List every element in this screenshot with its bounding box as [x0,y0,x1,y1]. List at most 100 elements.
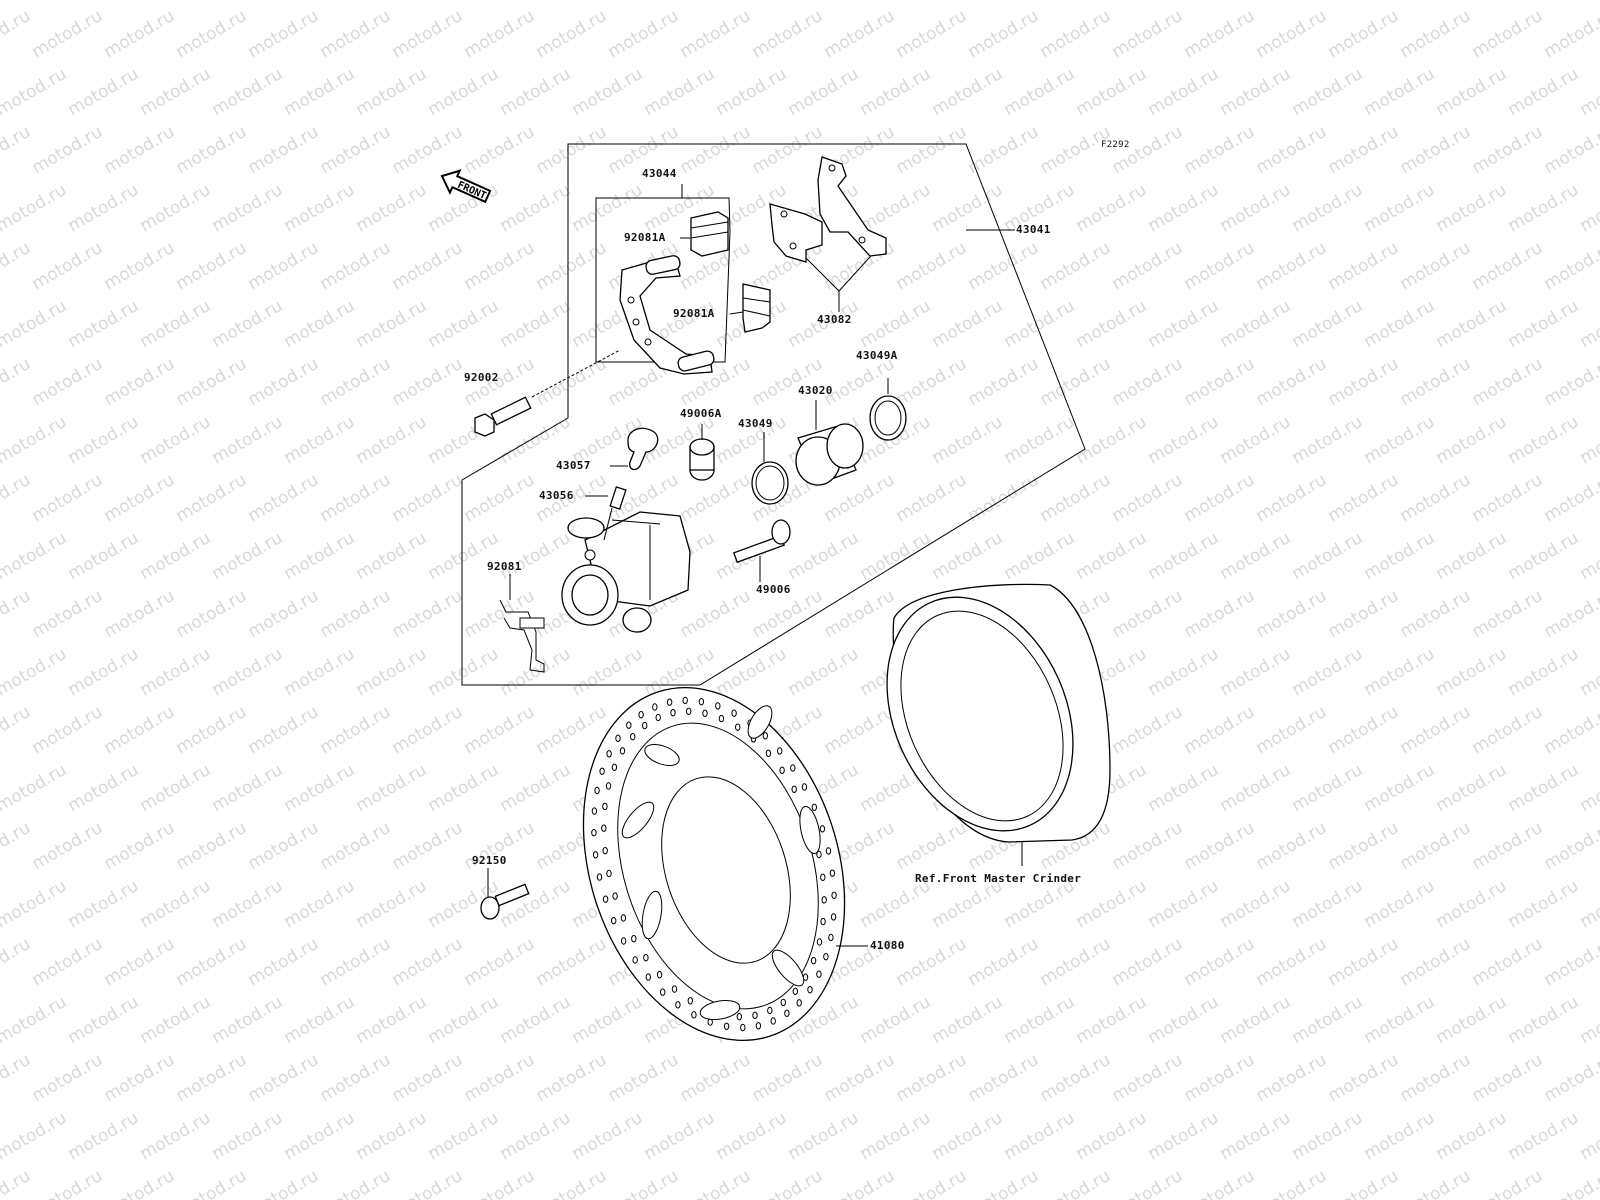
watermark-text: motod.ru [1037,1166,1115,1200]
watermark-text: motod.ru [1469,470,1547,526]
watermark-text: motod.ru [353,0,431,4]
watermark-text: motod.ru [137,528,215,584]
watermark-text: motod.ru [1145,644,1223,700]
watermark-text: motod.ru [1253,470,1331,526]
watermark-text: motod.ru [209,412,287,468]
watermark-text: motod.ru [1433,64,1511,120]
watermark-text: motod.ru [101,1050,179,1106]
disc-bolt [480,883,530,920]
watermark-text: motod.ru [785,1108,863,1164]
watermark-text: motod.ru [569,644,647,700]
watermark-text: motod.ru [0,644,70,700]
watermark-text: motod.ru [281,528,359,584]
disc-vent-hole [807,986,813,994]
watermark-text: motod.ru [281,296,359,352]
watermark-text: motod.ru [137,296,215,352]
part-label-43041: 43041 [1016,223,1051,236]
watermark-text: motod.ru [389,1050,467,1106]
watermark-text: motod.ru [1433,992,1511,1048]
watermark-text: motod.ru [497,0,575,4]
watermark-text: motod.ru [137,876,215,932]
part-label-49006a: 49006A [680,407,722,420]
watermark-text: motod.ru [1253,6,1331,62]
watermark-text: motod.ru [65,760,143,816]
watermark-text: motod.ru [749,1050,827,1106]
watermark-text: motod.ru [1397,934,1475,990]
watermark-text: motod.ru [605,1166,683,1200]
disc-vent-hole [829,869,836,877]
watermark-text: motod.ru [461,1050,539,1106]
watermark-text: motod.ru [749,6,827,62]
watermark-text: motod.ru [641,1108,719,1164]
watermark-text: motod.ru [1505,0,1583,4]
watermark-text: motod.ru [1073,876,1151,932]
watermark-text: motod.ru [893,238,971,294]
watermark-text: motod.ru [0,934,34,990]
watermark-text: motod.ru [353,760,431,816]
watermark-text: motod.ru [1325,1050,1403,1106]
watermark-text: motod.ru [1253,238,1331,294]
disc-vent-hole [702,709,708,717]
watermark-text: motod.ru [461,934,539,990]
watermark-text: motod.ru [0,64,70,120]
watermark-text: motod.ru [1181,702,1259,758]
watermark-text: motod.ru [1109,1050,1187,1106]
watermark-text: motod.ru [1109,934,1187,990]
watermark-text: motod.ru [1289,296,1367,352]
watermark-text: motod.ru [821,1166,899,1200]
watermark-text: motod.ru [1217,180,1295,236]
watermark-text: motod.ru [173,702,251,758]
disc-vent-hole [816,850,822,859]
watermark-text: motod.ru [1037,238,1115,294]
watermark-text: motod.ru [29,238,107,294]
watermark-text: motod.ru [137,644,215,700]
watermark-text: motod.ru [965,934,1043,990]
watermark-text: motod.ru [1289,876,1367,932]
disc-vent-hole [626,721,632,729]
watermark-text: motod.ru [677,470,755,526]
watermark-text: motod.ru [1289,644,1367,700]
watermark-text: motod.ru [857,528,935,584]
watermark-text: motod.ru [1145,1108,1223,1164]
watermark-text: motod.ru [173,1050,251,1106]
watermark-text: motod.ru [1469,122,1547,178]
watermark-text: motod.ru [209,296,287,352]
watermark-text: motod.ru [0,470,34,526]
watermark-text: motod.ru [1253,934,1331,990]
watermark-text: motod.ru [1253,122,1331,178]
watermark-text: motod.ru [1469,238,1547,294]
watermark-text: motod.ru [209,876,287,932]
watermark-text: motod.ru [965,470,1043,526]
watermark-text: motod.ru [929,528,1007,584]
watermark-text: motod.ru [1145,992,1223,1048]
watermark-text: motod.ru [1109,702,1187,758]
watermark-text: motod.ru [821,1050,899,1106]
disc-vent-hole [620,937,627,945]
watermark-text: motod.ru [0,818,34,874]
watermark-text: motod.ru [1433,528,1511,584]
disc-vent-hole [606,869,612,878]
watermark-text: motod.ru [281,760,359,816]
watermark-text: motod.ru [0,412,70,468]
watermark-text: motod.ru [1577,412,1600,468]
watermark-text: motod.ru [1505,296,1583,352]
disc-vent-hole [765,749,772,757]
watermark-text: motod.ru [1505,876,1583,932]
disc-vent-hole [656,971,663,979]
watermark-text: motod.ru [137,992,215,1048]
watermark-text: motod.ru [245,122,323,178]
watermark-text: motod.ru [677,1166,755,1200]
watermark-text: motod.ru [1505,412,1583,468]
watermark-text: motod.ru [209,0,287,4]
watermark-text: motod.ru [1577,0,1600,4]
disc-vent-hole [831,891,837,899]
watermark-text: motod.ru [281,64,359,120]
watermark-text: motod.ru [929,180,1007,236]
brake-pad-right [817,156,887,257]
disc-vent-hole [592,851,599,859]
watermark-text: motod.ru [1397,6,1475,62]
watermark-text: motod.ru [1289,528,1367,584]
watermark-text: motod.ru [137,412,215,468]
disc-cutouts [621,705,821,1021]
watermark-text: motod.ru [389,818,467,874]
